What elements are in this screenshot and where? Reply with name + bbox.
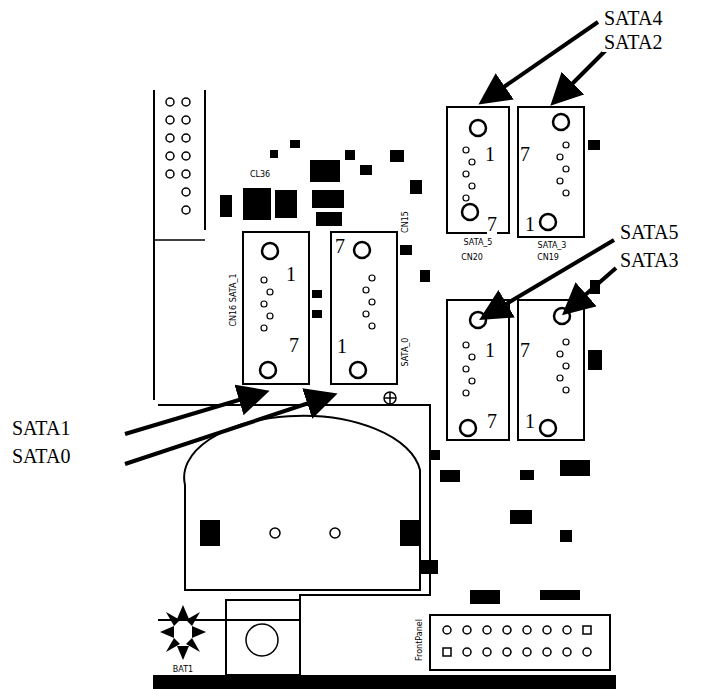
pin-number: 7 (520, 144, 530, 164)
pin-number: 1 (337, 336, 347, 356)
silkscreen-text: SATA_5 (464, 239, 493, 247)
silkscreen-text: CN19 (537, 254, 559, 262)
connector-label: SATA2 (602, 32, 664, 52)
connector-label: SATA3 (618, 250, 680, 270)
connector-label: SATA0 (10, 446, 72, 466)
pin-number: 1 (485, 144, 495, 164)
pin-number: 7 (335, 236, 345, 256)
pin-number: 1 (525, 411, 535, 431)
connector-label: SATA5 (618, 222, 680, 242)
silkscreen-text: BAT1 (173, 666, 193, 674)
pin-number: 7 (487, 411, 497, 431)
silkscreen-text: CN16 SATA_1 (230, 273, 238, 326)
connector-label: SATA4 (602, 8, 664, 28)
connector-label: SATA1 (10, 418, 72, 438)
pin-number: 7 (487, 214, 497, 234)
pin-number: 7 (289, 335, 299, 355)
pin-number: 7 (520, 340, 530, 360)
silkscreen-text: CN20 (461, 254, 483, 262)
silkscreen-text: CL36 (250, 171, 270, 179)
pin-number: 1 (525, 214, 535, 234)
silkscreen-text: SATA_3 (538, 242, 567, 250)
pin-number: 1 (286, 264, 296, 284)
silkscreen-text: FrontPanel (416, 619, 424, 661)
pin-number: 1 (485, 340, 495, 360)
silkscreen-text: SATA_0 (402, 338, 410, 367)
silkscreen-text: CN15 (402, 211, 410, 233)
